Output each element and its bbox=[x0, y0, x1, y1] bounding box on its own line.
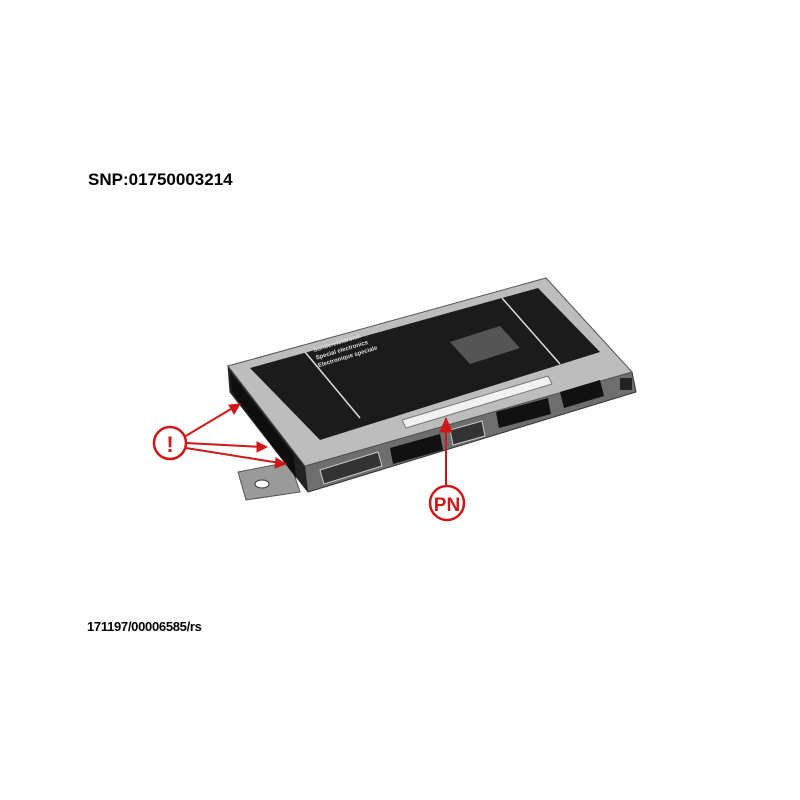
connector-dsub-small bbox=[449, 420, 486, 446]
reference-number: 171197/00006585/rs bbox=[87, 619, 202, 634]
connector-dsub-large bbox=[319, 451, 383, 485]
connector-block bbox=[390, 434, 443, 464]
pn-circle bbox=[428, 484, 466, 522]
device-label-panel bbox=[250, 288, 600, 440]
left-connectors bbox=[230, 372, 296, 478]
connector-terminal bbox=[496, 398, 551, 428]
part-number-annotation: PN bbox=[428, 416, 466, 522]
bracket-hole bbox=[254, 479, 270, 489]
card-slot bbox=[401, 375, 553, 429]
warning-annotation: ! bbox=[152, 403, 288, 469]
warning-icon: ! bbox=[166, 432, 173, 457]
connector-right bbox=[560, 380, 604, 408]
snp-number: SNP:01750003214 bbox=[88, 170, 233, 189]
connector-jack bbox=[620, 378, 632, 390]
warning-circle bbox=[152, 425, 188, 461]
pn-label: PN bbox=[434, 495, 460, 516]
mounting-bracket bbox=[237, 461, 301, 501]
